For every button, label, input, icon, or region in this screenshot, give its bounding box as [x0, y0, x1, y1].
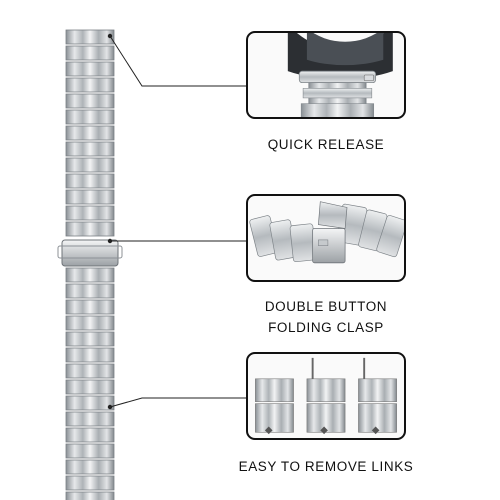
- caption-folding-clasp-line-2: FOLDING CLASP: [268, 320, 384, 335]
- link-pair-2: [306, 357, 346, 435]
- link-pair-3: [358, 357, 397, 435]
- band-link: [65, 475, 115, 491]
- link-pair-1: [255, 378, 294, 435]
- band-link: [65, 61, 115, 77]
- band-link: [65, 189, 115, 205]
- band-link: [65, 141, 115, 157]
- band-link: [65, 93, 115, 109]
- leader-line-quick-release: [109, 35, 246, 87]
- band-link: [65, 125, 115, 141]
- band-link: [65, 491, 115, 500]
- caption-folding-clasp-line-1: DOUBLE BUTTON: [264, 299, 388, 314]
- inset-removable-links: [246, 352, 406, 440]
- leader-dot-links: [107, 404, 113, 410]
- band-link: [65, 427, 115, 443]
- band-link: [65, 443, 115, 459]
- band-link: [65, 411, 115, 427]
- band-link: [65, 157, 115, 173]
- band-link: [65, 331, 115, 347]
- leader-line-links: [109, 397, 246, 408]
- band-link: [65, 173, 115, 189]
- band-link: [65, 221, 115, 237]
- inset-folding-clasp: [246, 194, 406, 282]
- band-links: [65, 29, 115, 500]
- band-clasp: [61, 239, 119, 267]
- band-link: [65, 205, 115, 221]
- band-link: [65, 109, 115, 125]
- band-link: [65, 395, 115, 411]
- band-link: [65, 379, 115, 395]
- band-clasp-edge: [57, 245, 123, 259]
- band-link: [65, 29, 115, 45]
- band-link: [65, 77, 115, 93]
- band-link: [65, 45, 115, 61]
- band-link: [65, 347, 115, 363]
- band-link: [65, 283, 115, 299]
- leader-dot-clasp: [107, 238, 113, 244]
- band-link: [65, 459, 115, 475]
- leader-dot-quick-release: [107, 33, 113, 39]
- caption-quick-release: QUICK RELEASE: [267, 137, 385, 152]
- caption-removable-links: EASY TO REMOVE LINKS: [238, 459, 414, 474]
- band-link: [65, 267, 115, 283]
- caption-folding-clasp: DOUBLE BUTTON FOLDING CLASP: [236, 296, 416, 338]
- band-link: [65, 315, 115, 331]
- inset-quick-release: [246, 31, 406, 119]
- band-link: [65, 299, 115, 315]
- band-link: [65, 363, 115, 379]
